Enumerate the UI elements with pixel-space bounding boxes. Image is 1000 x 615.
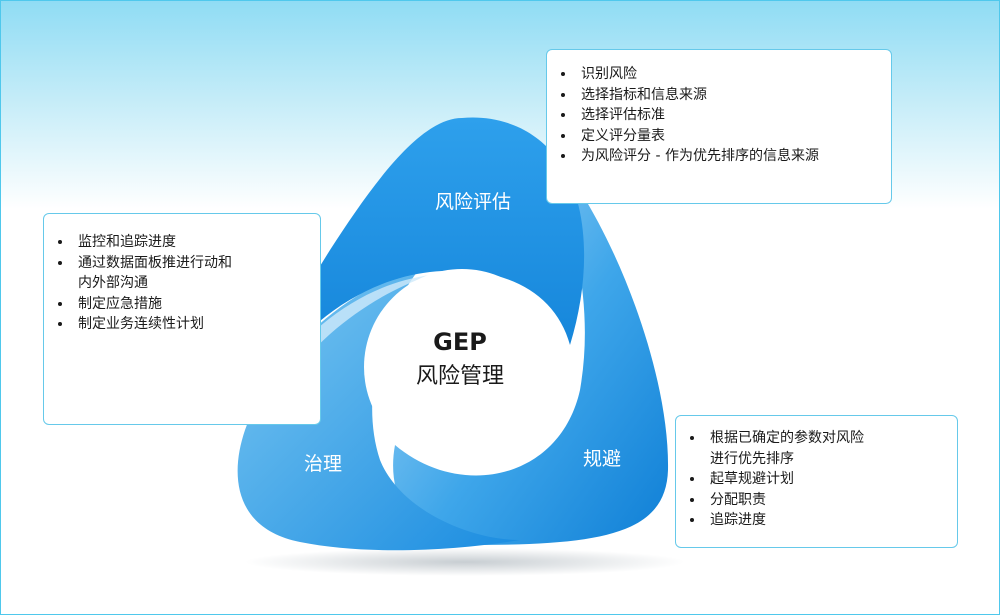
list-item: 为风险评分 - 作为优先排序的信息来源 bbox=[547, 146, 891, 167]
segment-assess-label: 风险评估 bbox=[435, 191, 511, 213]
govern-info-box: 监控和追踪进度 通过数据面板推进行动和 内外部沟通 制定应急措施 制定业务连续性… bbox=[43, 213, 321, 425]
list-item: 定义评分量表 bbox=[547, 126, 891, 147]
avoid-list: 根据已确定的参数对风险 进行优先排序 起草规避计划 分配职责 追踪进度 bbox=[676, 428, 957, 531]
list-item: 制定业务连续性计划 bbox=[44, 314, 320, 335]
segment-govern-label: 治理 bbox=[304, 453, 342, 475]
list-item: 选择评估标准 bbox=[547, 105, 891, 126]
list-item: 分配职责 bbox=[676, 490, 957, 511]
list-item: 识别风险 bbox=[547, 64, 891, 85]
govern-list: 监控和追踪进度 通过数据面板推进行动和 内外部沟通 制定应急措施 制定业务连续性… bbox=[44, 232, 320, 335]
list-item: 通过数据面板推进行动和 内外部沟通 bbox=[44, 253, 320, 294]
assess-info-box: 识别风险 选择指标和信息来源 选择评估标准 定义评分量表 为风险评分 - 作为优… bbox=[546, 49, 892, 204]
list-item: 追踪进度 bbox=[676, 510, 957, 531]
avoid-info-box: 根据已确定的参数对风险 进行优先排序 起草规避计划 分配职责 追踪进度 bbox=[675, 415, 958, 548]
center-subtitle: 风险管理 bbox=[416, 364, 504, 389]
segment-assess-shape bbox=[250, 117, 585, 411]
list-item: 起草规避计划 bbox=[676, 469, 957, 490]
list-item: 选择指标和信息来源 bbox=[547, 85, 891, 106]
diagram-shadow bbox=[245, 548, 685, 576]
segment-avoid-label: 规避 bbox=[583, 448, 621, 470]
list-item: 监控和追踪进度 bbox=[44, 232, 320, 253]
center-title: GEP bbox=[433, 328, 487, 356]
segment-avoid-shape bbox=[393, 150, 669, 545]
assess-list: 识别风险 选择指标和信息来源 选择评估标准 定义评分量表 为风险评分 - 作为优… bbox=[547, 64, 891, 167]
list-item: 根据已确定的参数对风险 进行优先排序 bbox=[676, 428, 957, 469]
center-circle bbox=[364, 269, 560, 465]
list-item: 制定应急措施 bbox=[44, 294, 320, 315]
